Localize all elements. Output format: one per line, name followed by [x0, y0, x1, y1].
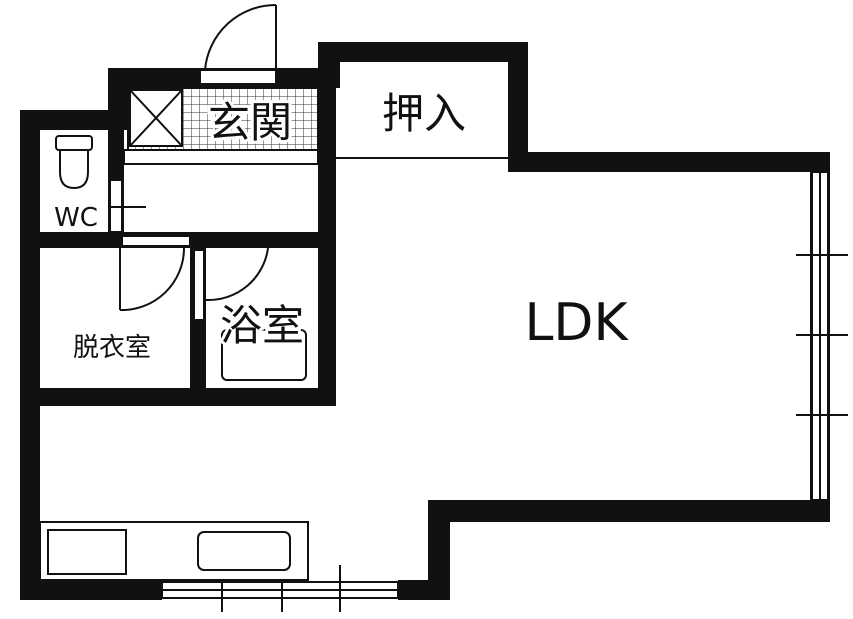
room-label-toilet: WC [54, 203, 98, 233]
toilet-fixture [55, 135, 93, 190]
bath-door [193, 247, 269, 321]
bathtub [221, 329, 307, 381]
shoe-box [129, 89, 183, 147]
room-label-ldk: LDK [524, 293, 629, 353]
entrance-step [123, 149, 319, 165]
toilet-door [109, 179, 146, 233]
entrance-door [199, 3, 277, 85]
dressing-door [119, 235, 191, 312]
room-label-entrance: 玄関 [208, 98, 292, 147]
ldk-window [796, 171, 848, 501]
room-label-closet: 押入 [382, 89, 466, 138]
bottom-window [161, 565, 399, 612]
room-label-bath: 浴室 [220, 301, 304, 350]
kitchen-counter [39, 521, 309, 581]
room-label-dressing: 脱衣室 [73, 333, 151, 363]
